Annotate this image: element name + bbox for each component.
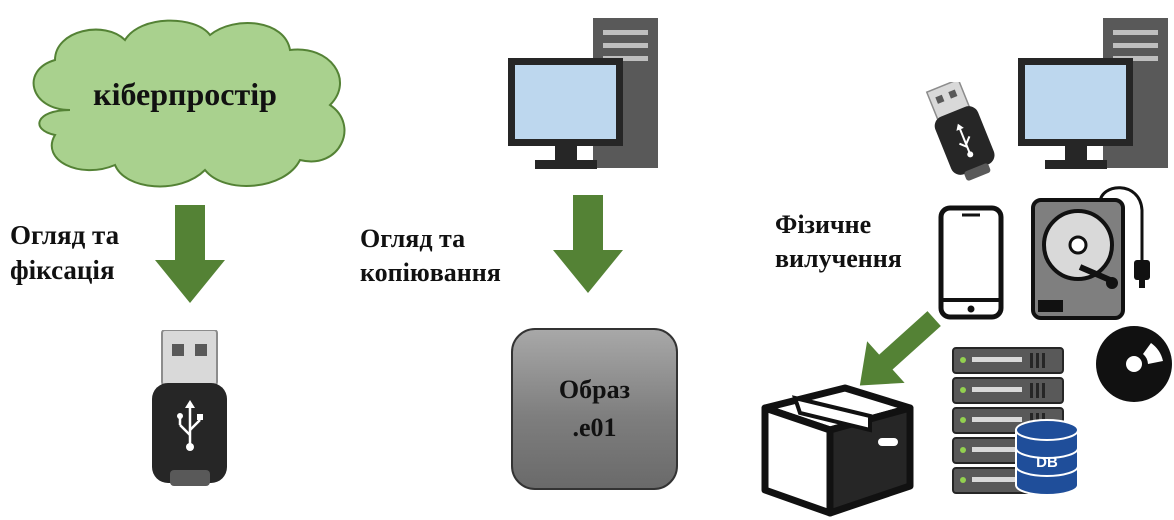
step1-label: Огляд та фіксація <box>10 218 119 288</box>
disk-image-label-line2: .e01 <box>572 413 617 442</box>
optical-disc-icon <box>1096 326 1172 402</box>
step2-label: Огляд та копіювання <box>360 222 501 290</box>
step1-label-line1: Огляд та <box>10 220 120 250</box>
down-arrow-2 <box>553 195 623 293</box>
computer-icon <box>508 18 658 169</box>
disk-image-box: Образ .e01 <box>511 328 678 490</box>
step1-label-line2: фіксація <box>10 255 115 286</box>
down-arrow-1 <box>155 205 225 303</box>
computer-icon-2 <box>1018 18 1168 169</box>
database-label: DB <box>1036 454 1058 471</box>
step3-label: Фізичне вилучення <box>775 208 902 276</box>
cyberspace-label: кіберпростір <box>93 76 277 112</box>
step3-label-line2: вилучення <box>775 243 902 273</box>
disk-image-label-line1: Образ <box>558 375 631 405</box>
disk-image-label: Образ .e01 <box>559 371 630 446</box>
usb-flash-drive-icon <box>925 82 995 181</box>
smartphone-icon <box>938 205 1004 320</box>
step3-label-line1: Фізичне <box>775 210 872 239</box>
server-rack-icon <box>952 347 1079 496</box>
step2-label-line2: копіювання <box>360 257 501 287</box>
hard-drive-icon <box>1031 186 1150 320</box>
diagonal-arrow <box>859 311 941 386</box>
usb-drive-icon <box>152 330 227 486</box>
cyberspace-cloud <box>32 19 346 188</box>
evidence-box-icon <box>761 384 914 517</box>
step2-label-line1: Огляд та <box>360 224 466 253</box>
